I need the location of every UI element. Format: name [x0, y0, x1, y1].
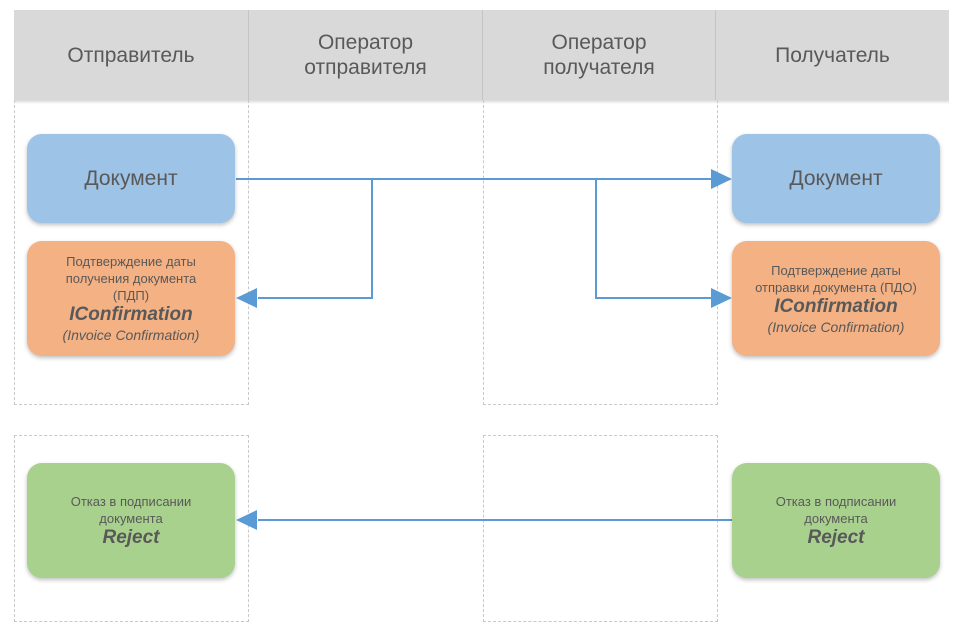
- receiver-confirmation-box: Подтверждение даты отправки документа (П…: [732, 241, 940, 356]
- lane-receiver-operator-top: [483, 100, 718, 405]
- confirmation-line3: (ПДП): [112, 288, 150, 303]
- sender-document-box: Документ: [27, 134, 235, 223]
- column-title: Оператор отправителя: [304, 31, 427, 79]
- reject-line2: документа: [804, 510, 868, 526]
- confirmation-line1: Подтверждение даты: [66, 254, 196, 269]
- reject-line1: Отказ в подписании: [70, 493, 192, 509]
- lane-sender-bottom: [14, 435, 249, 622]
- confirmation-full-name: (Invoice Confirmation): [62, 327, 200, 343]
- arrow-confirmation-to-sender: [258, 179, 373, 299]
- receiver-reject-box: Отказ в подписании документа Reject: [732, 463, 940, 578]
- document-label: Документ: [789, 166, 883, 190]
- reject-name: Reject: [807, 526, 865, 548]
- confirmation-line2: получения документа: [65, 271, 197, 286]
- arrowhead-confirmation-receiver: [711, 288, 732, 308]
- confirmation-full-name: (Invoice Confirmation): [767, 318, 905, 335]
- arrowhead-document: [711, 169, 732, 189]
- sender-reject-box: Отказ в подписании документа Reject: [27, 463, 235, 578]
- column-header-sender: Отправитель: [14, 10, 249, 100]
- confirmation-name: IConfirmation: [774, 295, 898, 317]
- document-label: Документ: [84, 166, 178, 190]
- reject-name: Reject: [102, 526, 160, 548]
- lane-sender-top: [14, 100, 249, 405]
- swimlane-header: Отправитель Оператор отправителя Операто…: [14, 10, 949, 100]
- confirmation-line1: Подтверждение даты: [771, 262, 901, 278]
- column-header-sender-operator: Оператор отправителя: [249, 10, 483, 100]
- column-header-receiver-operator: Оператор получателя: [483, 10, 716, 100]
- confirmation-name: IConfirmation: [69, 304, 193, 325]
- arrowhead-confirmation-sender: [236, 288, 257, 308]
- confirmation-line2: отправки документа (ПДО): [755, 279, 917, 295]
- arrowhead-reject: [236, 510, 257, 530]
- column-title: Получатель: [775, 43, 890, 67]
- sender-confirmation-box: Подтверждение даты получения документа (…: [27, 241, 235, 356]
- header-shadow: [14, 100, 949, 104]
- column-header-receiver: Получатель: [716, 10, 949, 100]
- column-title: Оператор получателя: [543, 31, 655, 79]
- reject-line1: Отказ в подписании: [775, 493, 897, 509]
- receiver-document-box: Документ: [732, 134, 940, 223]
- column-title: Отправитель: [67, 43, 195, 67]
- arrow-confirmation-to-receiver: [595, 179, 712, 299]
- lane-receiver-operator-bottom: [483, 435, 718, 622]
- reject-line2: документа: [99, 510, 163, 526]
